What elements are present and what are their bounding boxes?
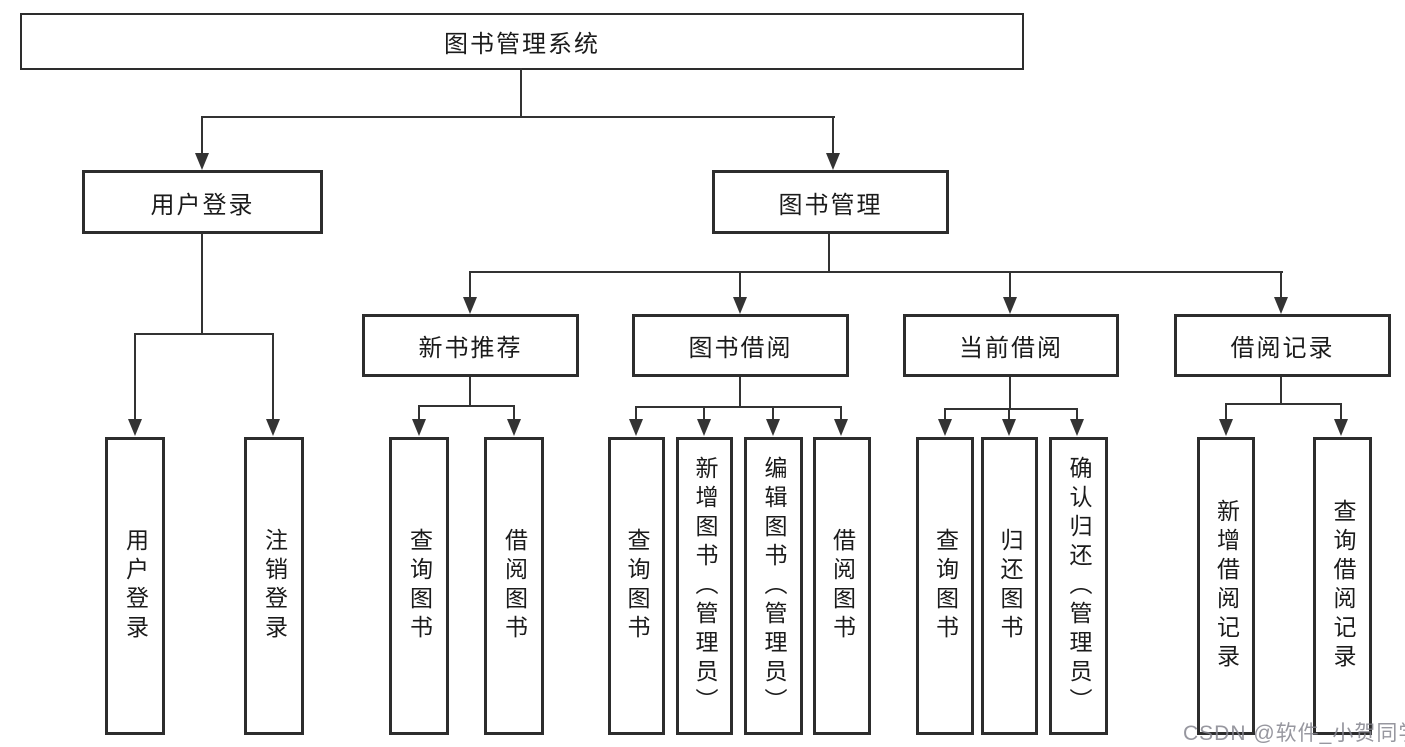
leaf-user-login: 用户登录 xyxy=(105,437,165,735)
leaf-edit-books-admin: 编辑图书（管理员） xyxy=(744,437,803,735)
leaf-add-books-admin: 新增图书（管理员） xyxy=(676,437,733,735)
arrow-down-icon xyxy=(1070,419,1084,436)
connector-hline xyxy=(635,406,842,408)
connector-hline xyxy=(201,116,835,118)
connector-vline xyxy=(272,333,274,420)
node-book-borrowing: 图书借阅 xyxy=(632,314,849,377)
connector-vline xyxy=(1340,403,1342,420)
connector-hline xyxy=(134,333,274,335)
connector-hline xyxy=(944,408,1078,410)
connector-vline xyxy=(739,377,741,408)
node-label: 借阅图书 xyxy=(829,528,856,644)
watermark-text: CSDN @软件_小贺同学 xyxy=(1183,722,1405,745)
connector-vline xyxy=(840,406,842,420)
connector-vline xyxy=(703,406,705,420)
arrow-down-icon xyxy=(733,297,747,314)
connector-vline xyxy=(828,233,830,273)
arrow-down-icon xyxy=(1219,419,1233,436)
leaf-query-books-recommend: 查询图书 xyxy=(389,437,449,735)
node-label: 新书推荐 xyxy=(418,335,523,362)
node-label: 图书借阅 xyxy=(688,335,793,362)
connector-vline xyxy=(739,271,741,298)
connector-vline xyxy=(772,406,774,420)
connector-hline xyxy=(469,271,1283,273)
connector-vline xyxy=(469,377,471,407)
connector-hline xyxy=(418,405,515,407)
node-label: 图书管理 xyxy=(778,191,883,219)
node-label: 确认归还（管理员） xyxy=(1066,455,1092,717)
arrow-down-icon xyxy=(834,419,848,436)
connector-vline xyxy=(635,406,637,420)
node-label: 用户登录 xyxy=(150,191,255,219)
arrow-down-icon xyxy=(826,153,840,170)
arrow-down-icon xyxy=(1003,297,1017,314)
arrow-down-icon xyxy=(1002,419,1016,436)
node-borrowing-records: 借阅记录 xyxy=(1174,314,1391,377)
leaf-query-books-current: 查询图书 xyxy=(916,437,974,735)
node-label: 用户登录 xyxy=(122,528,149,644)
arrow-down-icon xyxy=(507,419,521,436)
node-label: 查询借阅记录 xyxy=(1330,499,1356,673)
leaf-borrow-books-recommend: 借阅图书 xyxy=(484,437,544,735)
node-label: 借阅记录 xyxy=(1230,335,1335,362)
connector-vline xyxy=(1009,377,1011,410)
node-label: 归还图书 xyxy=(997,528,1023,644)
connector-vline xyxy=(418,405,420,420)
connector-hline xyxy=(1225,403,1342,405)
node-new-book-recommendation: 新书推荐 xyxy=(362,314,579,377)
connector-vline xyxy=(134,333,136,420)
connector-vline xyxy=(1008,408,1010,420)
connector-vline xyxy=(201,116,203,154)
node-label: 查询图书 xyxy=(932,528,959,644)
connector-vline xyxy=(1009,271,1011,298)
node-label: 查询图书 xyxy=(406,528,433,644)
node-label: 借阅图书 xyxy=(501,528,528,644)
arrow-down-icon xyxy=(629,419,643,436)
node-label: 新增借阅记录 xyxy=(1213,499,1240,673)
arrow-down-icon xyxy=(266,419,280,436)
node-label: 查询图书 xyxy=(624,528,650,644)
leaf-query-borrow-record: 查询借阅记录 xyxy=(1313,437,1372,735)
connector-vline xyxy=(1225,403,1227,420)
connector-vline xyxy=(1280,377,1282,405)
arrow-down-icon xyxy=(697,419,711,436)
arrow-down-icon xyxy=(128,419,142,436)
node-label: 图书管理系统 xyxy=(444,31,600,58)
arrow-down-icon xyxy=(1274,297,1288,314)
node-label: 编辑图书（管理员） xyxy=(761,455,787,717)
connector-vline xyxy=(832,116,834,154)
node-current-borrowing: 当前借阅 xyxy=(903,314,1119,377)
connector-vline xyxy=(520,68,522,118)
leaf-confirm-return-admin: 确认归还（管理员） xyxy=(1049,437,1108,735)
leaf-borrow-books: 借阅图书 xyxy=(813,437,871,735)
leaf-return-books: 归还图书 xyxy=(981,437,1038,735)
arrow-down-icon xyxy=(463,297,477,314)
node-user-login: 用户登录 xyxy=(82,170,323,234)
arrow-down-icon xyxy=(1334,419,1348,436)
arrow-down-icon xyxy=(766,419,780,436)
leaf-query-books-borrow: 查询图书 xyxy=(608,437,665,735)
node-book-management: 图书管理 xyxy=(712,170,949,234)
node-label: 当前借阅 xyxy=(959,335,1063,362)
connector-vline xyxy=(513,405,515,420)
node-label: 新增图书（管理员） xyxy=(692,455,718,717)
connector-vline xyxy=(1280,271,1282,298)
arrow-down-icon xyxy=(412,419,426,436)
connector-vline xyxy=(1076,408,1078,420)
connector-vline xyxy=(469,271,471,298)
node-library-management-system: 图书管理系统 xyxy=(20,13,1024,70)
leaf-add-borrow-record: 新增借阅记录 xyxy=(1197,437,1255,735)
leaf-logout-login: 注销登录 xyxy=(244,437,304,735)
node-label: 注销登录 xyxy=(261,528,288,644)
arrow-down-icon xyxy=(938,419,952,436)
connector-vline xyxy=(944,408,946,420)
connector-vline xyxy=(201,233,203,335)
arrow-down-icon xyxy=(195,153,209,170)
